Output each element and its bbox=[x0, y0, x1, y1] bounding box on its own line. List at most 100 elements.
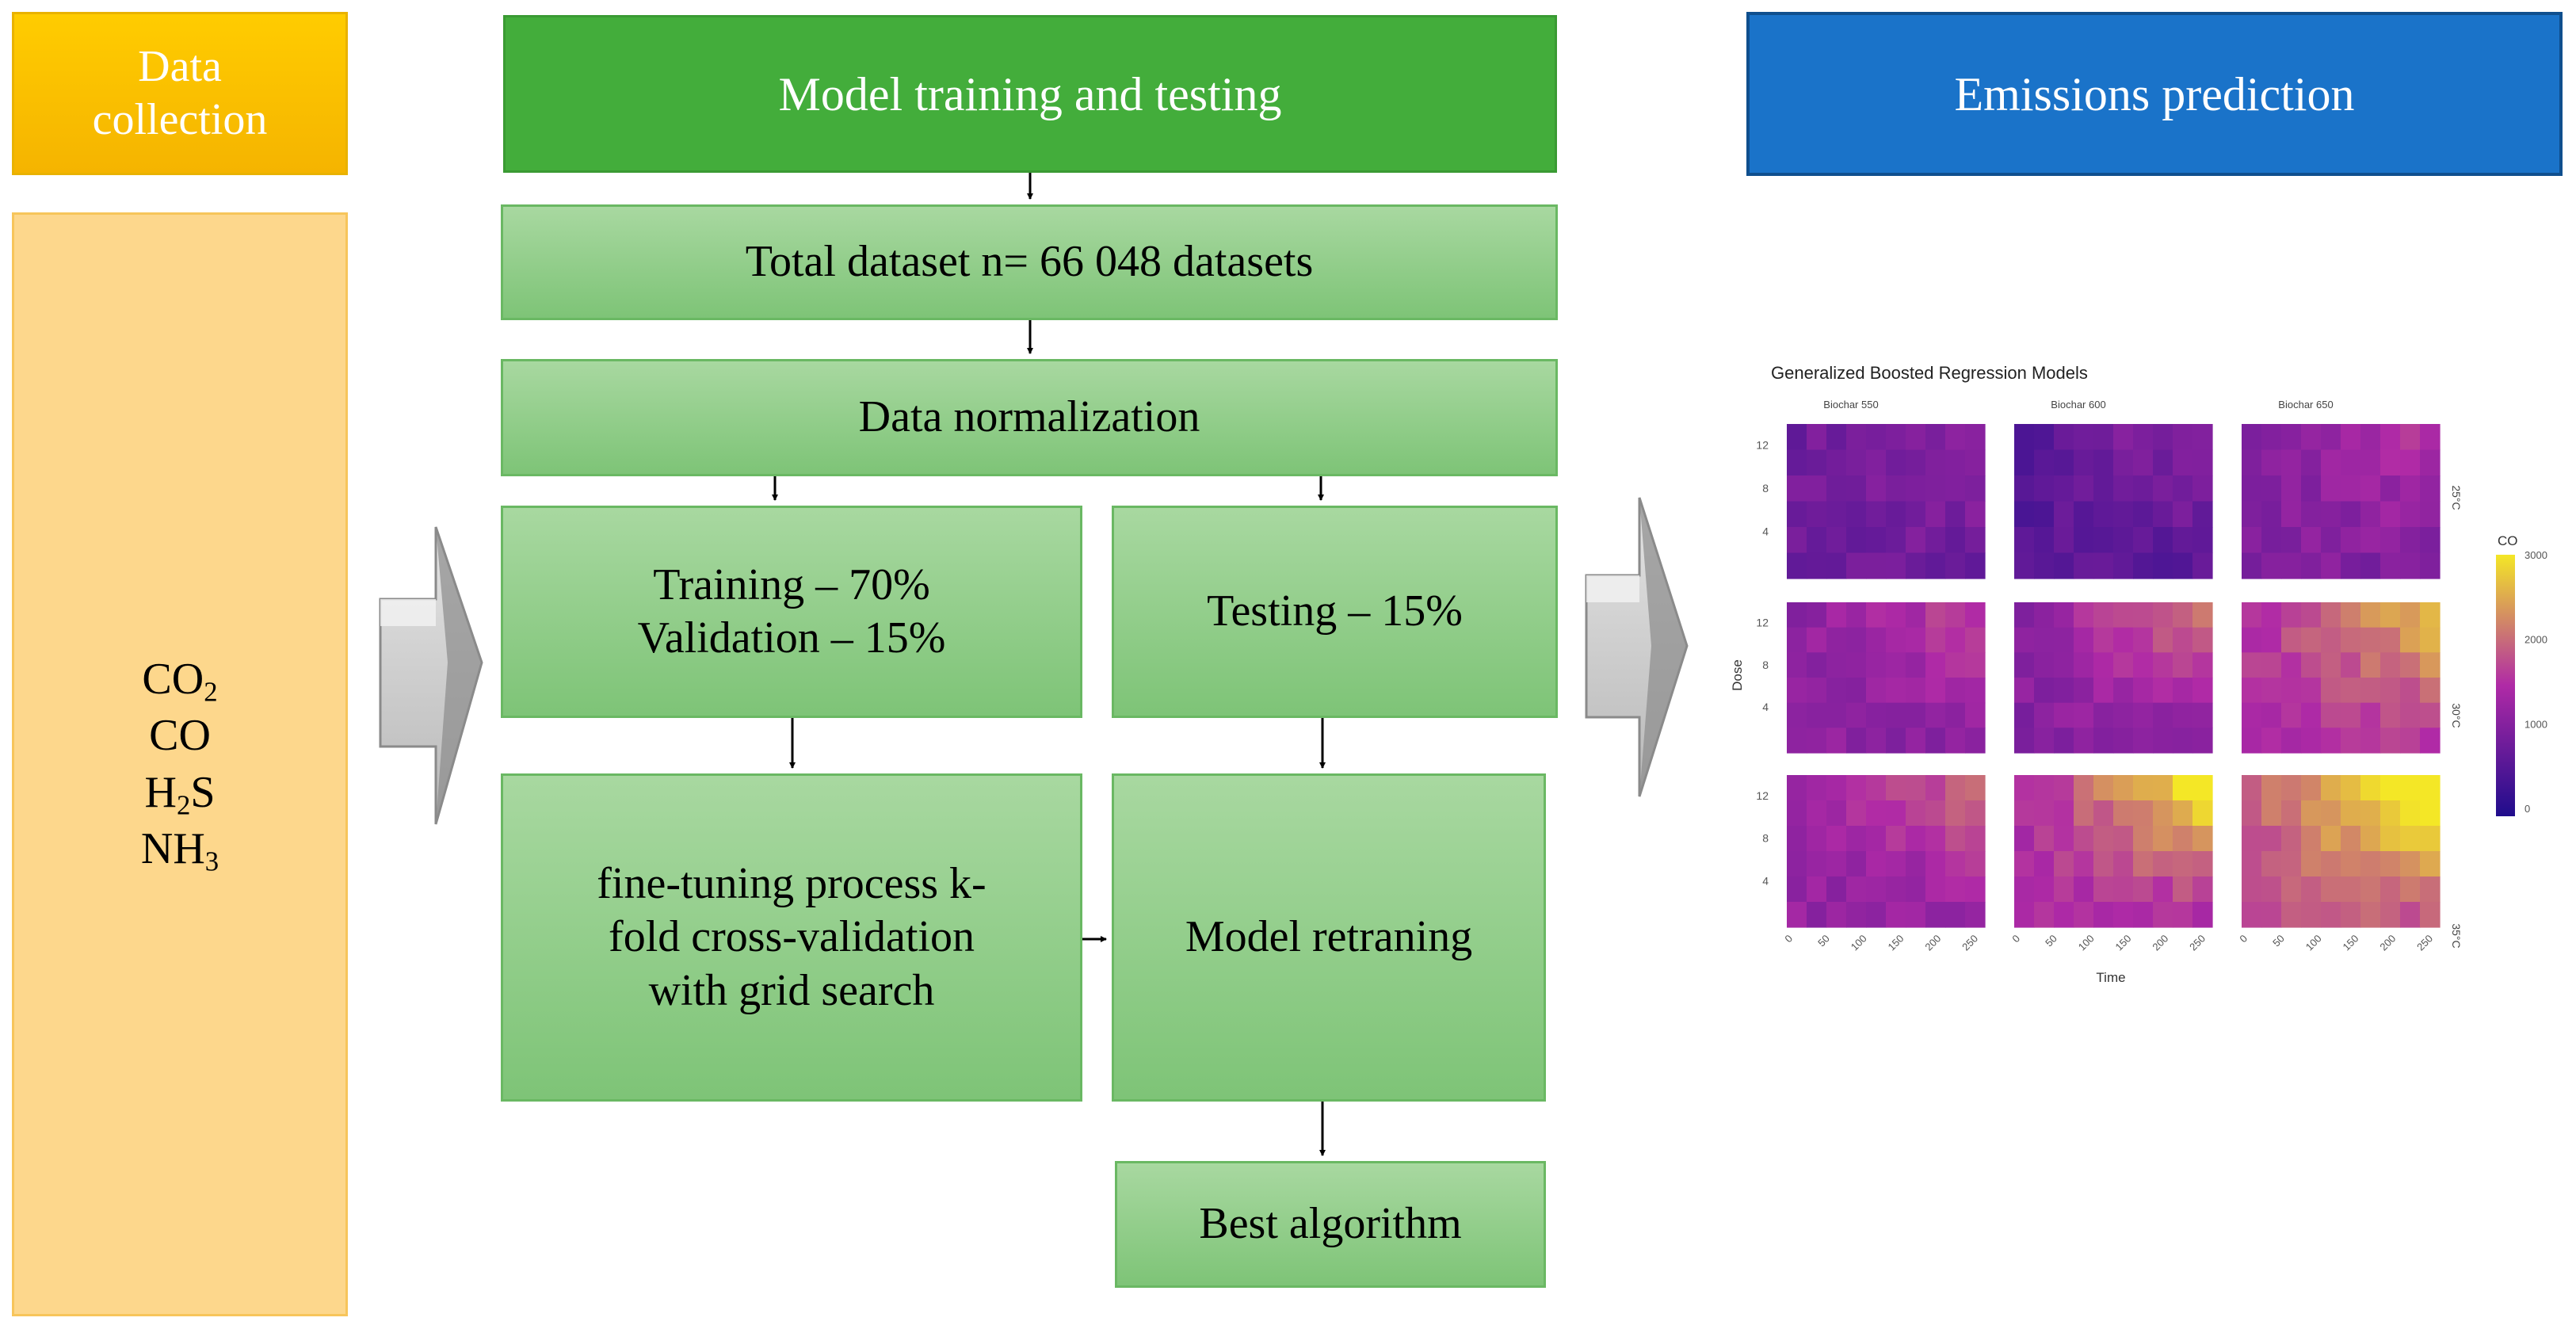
gas-nh3: NH3 bbox=[140, 823, 219, 877]
heatmap-cell bbox=[2093, 678, 2114, 704]
x-tick-label: 200 bbox=[2377, 933, 2398, 953]
heatmap-cell bbox=[2400, 552, 2421, 579]
heatmap-cell bbox=[1965, 851, 1986, 877]
heatmap-cell bbox=[2173, 652, 2193, 678]
heatmap-cell bbox=[2360, 775, 2381, 801]
heatmap-cell bbox=[2420, 552, 2441, 579]
heatmap-cell bbox=[2173, 728, 2193, 754]
fine-tuning-box: fine-tuning process k- fold cross-valida… bbox=[501, 773, 1082, 1102]
heatmap-cell bbox=[2400, 826, 2421, 852]
heatmap-cell bbox=[2034, 826, 2055, 852]
training-validation-box: Training – 70% Validation – 15% bbox=[501, 506, 1082, 718]
heatmap-cell bbox=[2281, 602, 2302, 628]
heatmap-cell bbox=[2054, 501, 2074, 528]
x-tick-label: 150 bbox=[2341, 933, 2361, 953]
x-tick-label: 100 bbox=[2303, 933, 2324, 953]
heatmap-cell bbox=[2301, 652, 2322, 678]
gas-h2s: H2S bbox=[144, 767, 216, 821]
heatmap-cell bbox=[2281, 902, 2302, 928]
heatmap-cell bbox=[1826, 652, 1847, 678]
heatmap-cell bbox=[2301, 775, 2322, 801]
heatmap-cell bbox=[2153, 876, 2173, 903]
heatmap-cell bbox=[2261, 678, 2282, 704]
heatmap-cell bbox=[2113, 826, 2134, 852]
heatmap-cell bbox=[2281, 552, 2302, 579]
heatmap-cell bbox=[2341, 902, 2361, 928]
heatmap-cell bbox=[1965, 826, 1986, 852]
y-tick-label: 8 bbox=[1762, 659, 1769, 671]
heatmap-cell bbox=[1826, 851, 1847, 877]
heatmap-cell bbox=[1945, 602, 1966, 628]
heatmap-cell bbox=[2093, 728, 2114, 754]
heatmap-cell bbox=[2400, 678, 2421, 704]
heatmap-cell bbox=[2380, 501, 2401, 528]
heatmap-cell bbox=[2133, 449, 2154, 476]
heatmap-cell bbox=[2113, 902, 2134, 928]
heatmap-cell bbox=[2173, 775, 2193, 801]
heatmap-cell bbox=[1826, 424, 1847, 451]
heatmap-cell bbox=[2034, 552, 2055, 579]
heatmap-cell bbox=[2360, 702, 2381, 728]
heatmap-cell bbox=[1945, 826, 1966, 852]
heatmap-cell bbox=[1925, 627, 1946, 653]
heatmap-cell bbox=[2360, 527, 2381, 554]
heatmap-cell bbox=[2034, 627, 2055, 653]
heatmap-cell bbox=[1965, 702, 1986, 728]
heatmap-cell bbox=[2360, 501, 2381, 528]
heatmap-cell bbox=[2261, 728, 2282, 754]
heatmap-cell bbox=[2261, 876, 2282, 903]
heatmap-cell bbox=[1925, 501, 1946, 528]
heatmap-cell bbox=[2093, 602, 2114, 628]
heatmap-cell bbox=[2261, 449, 2282, 476]
heatmap-cell bbox=[2380, 851, 2401, 877]
y-tick-label: 12 bbox=[1756, 438, 1769, 451]
heatmap-cell bbox=[2034, 876, 2055, 903]
heatmap-cell bbox=[1787, 652, 1807, 678]
heatmap-cell bbox=[1945, 627, 1966, 653]
heatmap-cell bbox=[1925, 902, 1946, 928]
heatmap-cell bbox=[2420, 527, 2441, 554]
heatmap-cell bbox=[1965, 527, 1986, 554]
heatmap-cell bbox=[2321, 501, 2341, 528]
heatmap-cell bbox=[2420, 775, 2441, 801]
heatmap-cell bbox=[2074, 552, 2094, 579]
heatmap-cell bbox=[2014, 501, 2035, 528]
heatmap-cell bbox=[2301, 627, 2322, 653]
heatmap-cell bbox=[1965, 627, 1986, 653]
heatmap-cell bbox=[2341, 728, 2361, 754]
heatmap-cell bbox=[2133, 501, 2154, 528]
heatmap-cell bbox=[2192, 652, 2213, 678]
heatmap-cell bbox=[1886, 826, 1906, 852]
heatmap-cell bbox=[2341, 527, 2361, 554]
heatmap-cell bbox=[1807, 678, 1827, 704]
heatmap-cell bbox=[2113, 702, 2134, 728]
heatmap-cell bbox=[1886, 627, 1906, 653]
heatmap-cell bbox=[2192, 728, 2213, 754]
heatmap-cell bbox=[2360, 728, 2381, 754]
heatmap-cell bbox=[2133, 800, 2154, 827]
heatmap-cell bbox=[2261, 652, 2282, 678]
heatmap-cell bbox=[2242, 627, 2262, 653]
heatmap-cell bbox=[2261, 552, 2282, 579]
heatmap-cell bbox=[1906, 902, 1926, 928]
heatmap-cell bbox=[2301, 826, 2322, 852]
heatmap-cell bbox=[2153, 424, 2173, 451]
heatmap-cell bbox=[2133, 652, 2154, 678]
fine-tuning-line-2: fold cross-validation bbox=[609, 912, 975, 962]
heatmap-cell bbox=[1965, 501, 1986, 528]
heatmap-cell bbox=[1807, 876, 1827, 903]
heatmap-cell bbox=[2420, 876, 2441, 903]
heatmap-cell bbox=[1787, 424, 1807, 451]
heatmap-cell bbox=[2242, 527, 2262, 554]
heatmap-cell bbox=[1925, 602, 1946, 628]
heatmap-cell bbox=[1826, 800, 1847, 827]
heatmap-cell bbox=[2133, 902, 2154, 928]
heatmap-cell bbox=[2074, 702, 2094, 728]
heatmap-cell bbox=[2133, 475, 2154, 502]
heatmap-cell bbox=[2034, 602, 2055, 628]
heatmap-cell bbox=[1826, 876, 1847, 903]
heatmap-cell bbox=[1945, 876, 1966, 903]
heatmap-cell bbox=[1925, 652, 1946, 678]
heatmap-cell bbox=[1886, 678, 1906, 704]
